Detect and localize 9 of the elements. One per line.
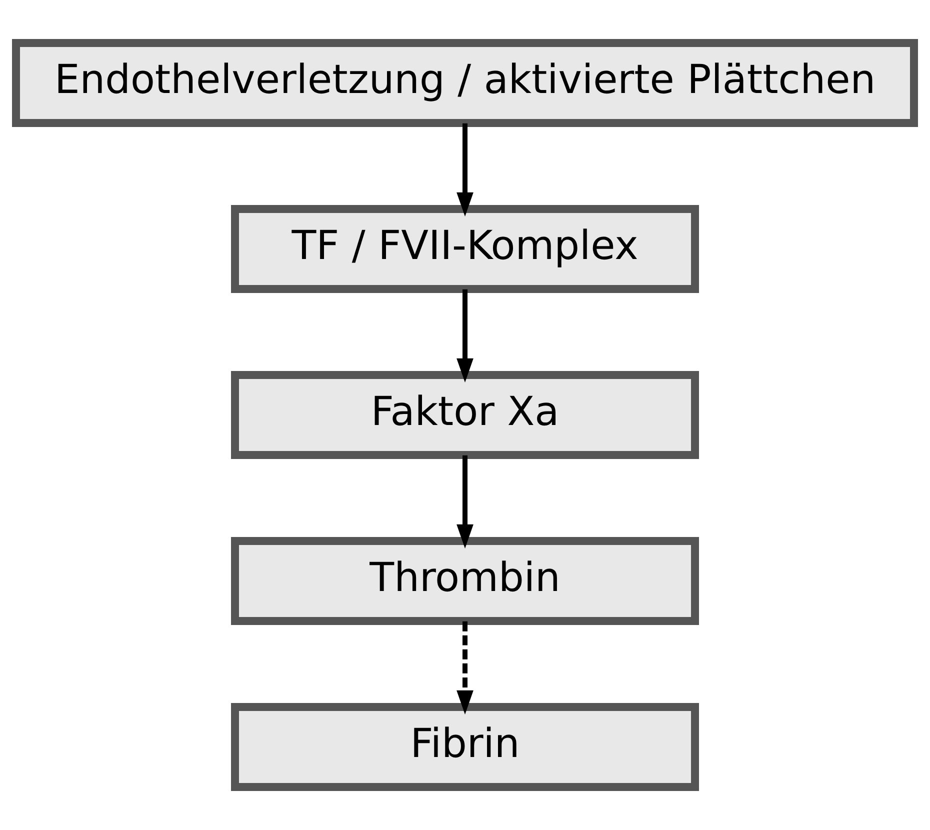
arrow	[456, 123, 474, 216]
node-box: Fibrin	[231, 703, 699, 791]
node-box: Endothelverletzung / aktivierte Plättchen	[12, 39, 918, 127]
node-box: TF / FVII-Komplex	[231, 205, 699, 293]
arrow	[456, 621, 474, 714]
arrow	[456, 455, 474, 548]
node-box: Faktor Xa	[231, 371, 699, 459]
node-box: Thrombin	[231, 537, 699, 625]
arrow	[456, 289, 474, 382]
